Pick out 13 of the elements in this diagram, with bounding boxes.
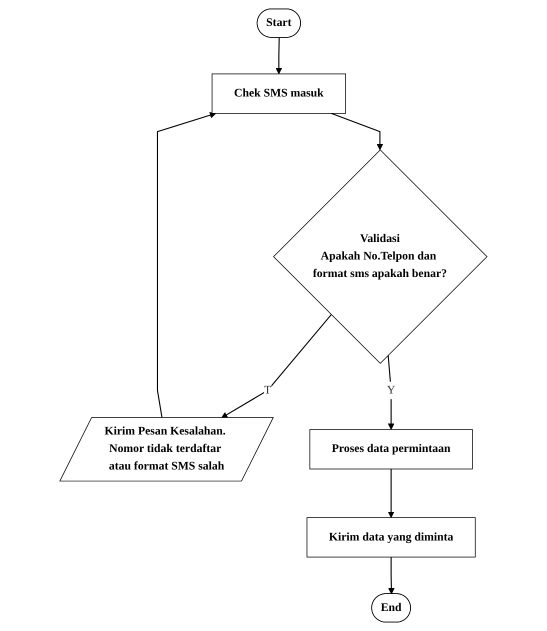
- arrow: [331, 112, 384, 150]
- node-box: Chek SMS masuk: [212, 74, 346, 114]
- node-diamond: Validasi Apakah No.Telpon dan format sms apakah benar?: [273, 149, 488, 364]
- edge-label: T: [264, 384, 272, 396]
- arrow: [388, 355, 394, 430]
- node-box: Kirim data yang diminta: [306, 517, 476, 558]
- node-box: Proses data permintaan: [310, 429, 473, 470]
- arrow: [157, 112, 216, 418]
- arrow: [388, 469, 394, 518]
- arrow: [388, 557, 395, 594]
- arrow: [276, 38, 282, 74]
- arrow: [221, 314, 332, 418]
- edge-label: Y: [386, 384, 396, 396]
